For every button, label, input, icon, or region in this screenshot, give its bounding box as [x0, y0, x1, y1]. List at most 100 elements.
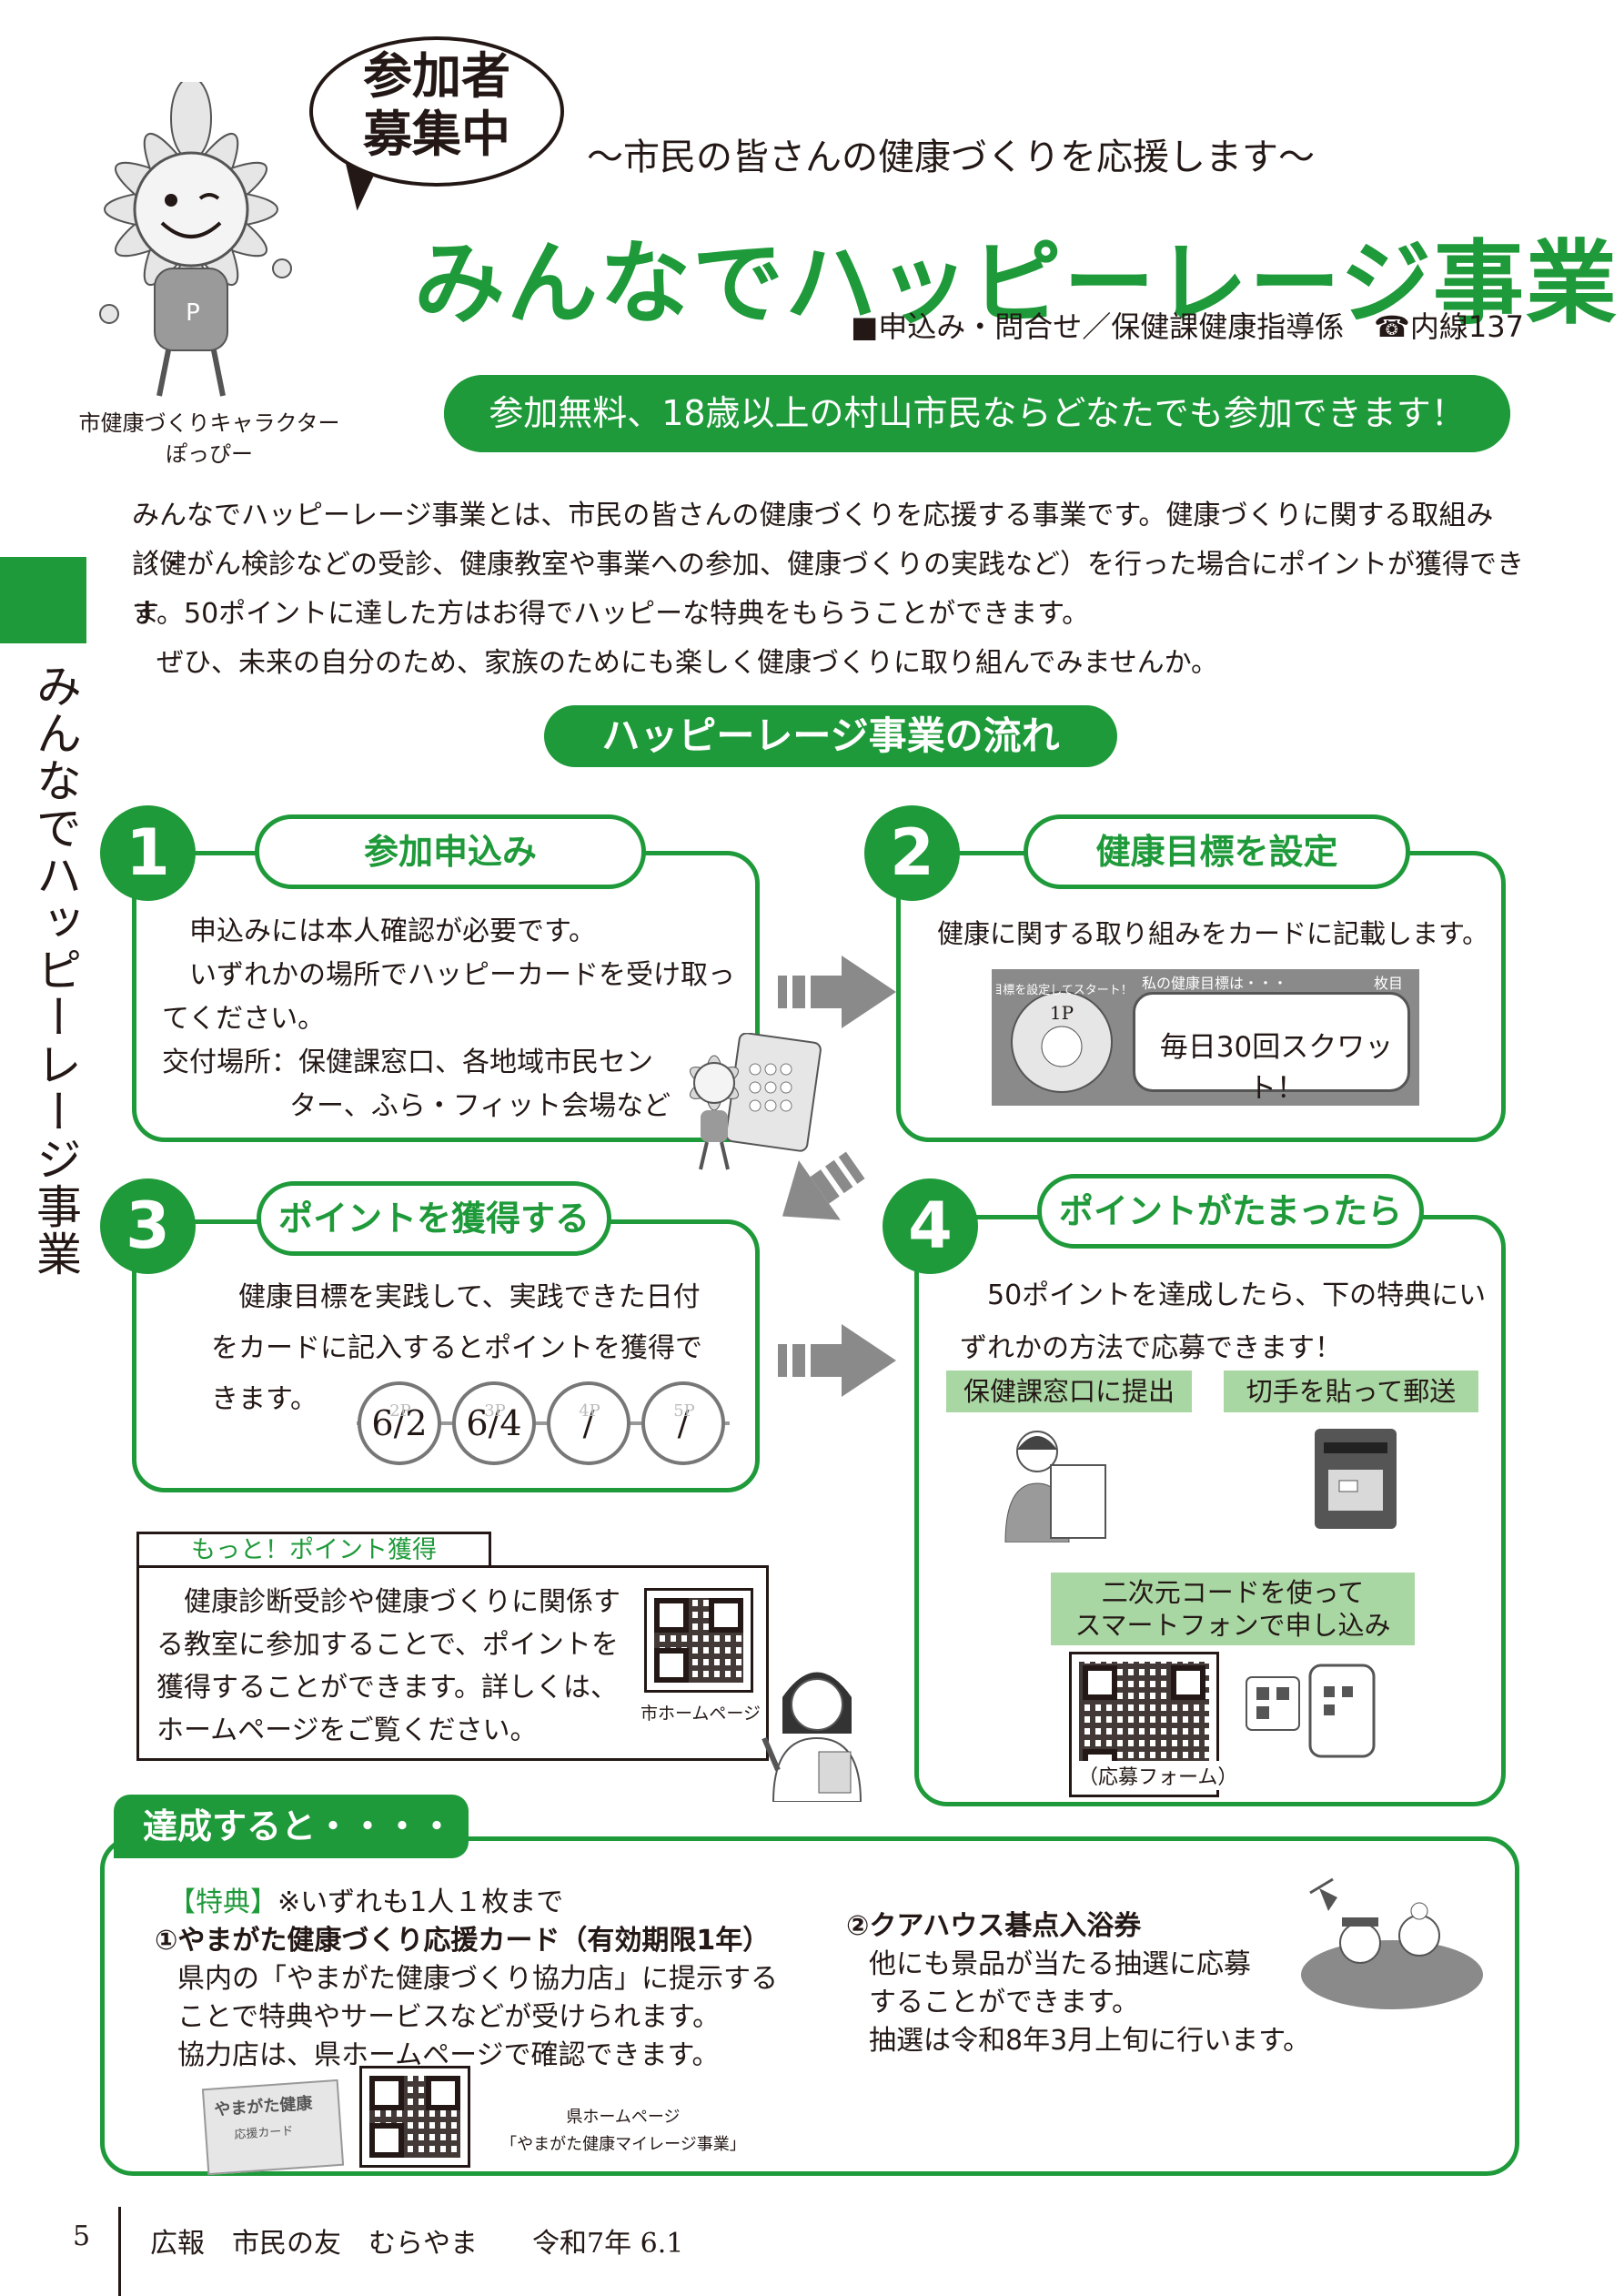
flow-title: ハッピーレージ事業の流れ	[544, 705, 1117, 767]
method-qr-line2: スマートフォンで申し込み	[1074, 1610, 1391, 1641]
subtitle: 〜市民の皆さんの健康づくりを応援します〜	[587, 137, 1315, 178]
mailbox-icon	[1315, 1429, 1397, 1529]
eligibility-banner: 参加無料、18歳以上の村山市民ならどなたでも参加できます！	[444, 375, 1510, 452]
bathing-illustration	[1301, 1877, 1483, 2009]
publication-info: 広報 市民の友 むらやま 令和7年 6.1	[150, 2228, 684, 2260]
health-card-image: やまがた健康 応援カード	[201, 2079, 345, 2176]
bubble-line2: 募集中	[363, 106, 510, 163]
step4-line1: 50ポイントを達成したら、下の特典にい	[987, 1279, 1487, 1311]
date-stamp: 6/4	[452, 1381, 536, 1465]
item2-title: ②クアハウス碁点入浴券	[846, 1910, 1142, 1942]
intro-line4: ぜひ、未来の自分のため、家族のためにも楽しく健康づくりに取り組んでみませんか。	[156, 647, 1218, 679]
goal-card-page: 枚目	[1374, 975, 1404, 992]
mascot-illustration: P	[99, 82, 292, 397]
step3-connector	[182, 1219, 264, 1224]
arrow-right-icon	[778, 1324, 896, 1397]
method-qr-line1: 二次元コードを使って	[1101, 1577, 1365, 1608]
more-line1: 健康診断受診や健康づくりに関係す	[184, 1586, 620, 1618]
step2-number: 2	[864, 805, 960, 901]
page-title: みんなでハッピーレージ事業	[414, 230, 1619, 337]
step4-number: 4	[883, 1178, 978, 1274]
smartphone-scan-icon	[1246, 1664, 1376, 1758]
date-stamp: /	[547, 1381, 630, 1465]
health-card-sub: 応援カード	[234, 2124, 294, 2142]
item2-line2: することができます。	[869, 1987, 1139, 2018]
start-stamp-text: 目標を設定してスタート！	[996, 983, 1133, 997]
step2-label: 健康目標を設定	[1024, 814, 1410, 889]
goal-text: 毎日30回スクワット！	[1159, 1031, 1394, 1105]
step3-line2: をカードに記入するとポイントを獲得で	[211, 1332, 702, 1364]
step4-connector	[964, 1215, 1046, 1219]
mascot-caption: 市健康づくりキャラクター ぽっぴー	[73, 408, 346, 470]
step1-connector	[182, 851, 264, 855]
health-card-title: やまがた健康	[213, 2093, 314, 2120]
step3-line1: 健康目標を実践して、実践できた日付	[238, 1281, 701, 1313]
arrow-down-left-icon	[782, 1151, 865, 1220]
start-stamp-icon: 1P 目標を設定してスタート！	[996, 983, 1133, 1093]
contact-info: ■申込み・問合せ／保健課健康指導係	[851, 309, 1345, 344]
bubble-line1: 参加者	[363, 47, 510, 105]
prefecture-qr-caption-line2: 「やまがた健康マイレージ事業」	[500, 2135, 746, 2154]
city-homepage-caption: 市ホームページ	[640, 1704, 762, 1724]
step1-line5: ター、ふら・フィット会場など	[289, 1090, 671, 1122]
step3-label: ポイントを獲得する	[257, 1181, 611, 1256]
step4-line2: ずれかの方法で応募できます！	[960, 1332, 1342, 1364]
step1-number: 1	[100, 805, 196, 901]
achievement-tab: 達成すると・・・・	[114, 1795, 469, 1858]
goal-text-box	[1133, 992, 1410, 1092]
benefit-note: ※いずれも1人１枚まで	[277, 1886, 564, 1918]
item1-title: ①やまがた健康づくり応援カード（有効期限1年）	[155, 1925, 771, 1957]
stamp-point-faint: 2P	[389, 1401, 411, 1421]
step3-line3: きます。	[211, 1383, 318, 1415]
start-stamp-point: 1P	[1050, 1002, 1074, 1024]
contact-extension: ☎内線137	[1374, 309, 1524, 344]
step2-connector	[942, 851, 1033, 855]
step1-line1: 申込みには本人確認が必要です。	[189, 915, 596, 947]
more-line3: 獲得することができます。詳しくは、	[156, 1672, 618, 1704]
side-tab-block	[0, 557, 86, 643]
speech-bubble-text: 参加者 募集中	[328, 47, 546, 164]
step1-line2: いずれかの場所でハッピーカードを受け取っ	[189, 959, 735, 991]
page-number: 5	[73, 2220, 91, 2252]
item2-line1: 他にも景品が当たる抽選に応募	[869, 1948, 1251, 1980]
mascot-card-illustration	[690, 1033, 822, 1170]
speech-bubble	[309, 36, 564, 187]
item2-line3: 抽選は令和8年3月上旬に行います。	[869, 2025, 1311, 2057]
intro-line3: す。50ポイントに達した方はお得でハッピーな特典をもらうことができます。	[132, 598, 1090, 630]
arrow-right-icon	[778, 956, 896, 1028]
more-line2: る教室に参加することで、ポイントを	[156, 1629, 619, 1661]
side-title: みんなでハッピーレージ事業	[29, 663, 82, 1278]
step1-line3: てください。	[162, 1003, 326, 1035]
date-stamp: 6/2	[358, 1381, 441, 1465]
more-line4: ホームページをご覧ください。	[156, 1714, 538, 1746]
step1-line4: 交付場所：保健課窓口、各地域市民セン	[162, 1047, 653, 1078]
item1-line1: 県内の「やまがた健康づくり協力店」に提示する	[177, 1963, 778, 1995]
benefit-tag: 【特典】	[168, 1886, 277, 1918]
intro-line2: 診・がん検診などの受診、健康教室や事業への参加、健康づくりの実践など）を行った場…	[132, 549, 1524, 630]
city-homepage-qr[interactable]	[644, 1588, 753, 1693]
prefecture-homepage-qr[interactable]	[359, 2066, 470, 2168]
guide-woman-illustration	[762, 1672, 862, 1802]
benefit-header: 【特典】※いずれも1人１枚まで	[168, 1884, 563, 1922]
item1-line2: ことで特典やサービスなどが受けられます。	[177, 2001, 721, 2033]
step2-text: 健康に関する取り組みをカードに記載します。	[937, 918, 1489, 949]
mascot-caption-line1: 市健康づくりキャラクター	[78, 410, 340, 436]
method-counter: 保健課窓口に提出	[946, 1371, 1192, 1412]
prefecture-qr-caption: 県ホームページ 「やまがた健康マイレージ事業」	[496, 2104, 751, 2159]
mascot-caption-line2: ぽっぴー	[166, 441, 253, 467]
prefecture-qr-caption-line1: 県ホームページ	[566, 2108, 681, 2127]
stamp-track	[357, 1421, 730, 1425]
goal-card-label: 私の健康目標は・・・	[1142, 975, 1288, 992]
stamp-point-faint: 5P	[673, 1401, 695, 1421]
stamp-point-faint: 4P	[579, 1401, 600, 1421]
method-mail: 切手を貼って郵送	[1224, 1371, 1478, 1412]
method-qr: 二次元コードを使って スマートフォンで申し込み	[1051, 1573, 1415, 1645]
intro-line1: みんなでハッピーレージ事業とは、市民の皆さんの健康づくりを応援する事業です。健康…	[132, 500, 1494, 581]
mascot-badge: P	[186, 299, 200, 327]
application-form-caption: （応募フォーム）	[1078, 1761, 1237, 1790]
step3-number: 3	[100, 1178, 196, 1274]
more-points-tab: もっと！ポイント獲得	[136, 1532, 491, 1568]
step1-label: 参加申込み	[255, 814, 646, 889]
step4-label: ポイントがたまったら	[1037, 1174, 1424, 1249]
person-holding-paper-illustration	[1004, 1431, 1106, 1542]
